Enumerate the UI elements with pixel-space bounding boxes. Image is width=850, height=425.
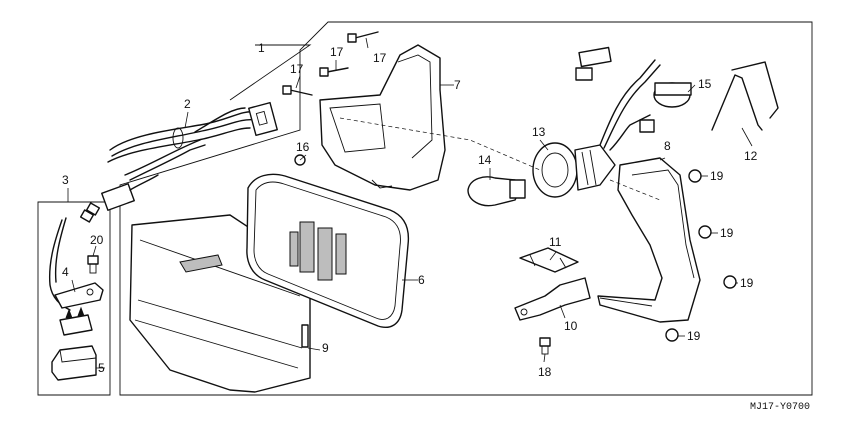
wire-harness: [101, 101, 278, 211]
screw-18: [539, 337, 551, 355]
bracket-11: [519, 247, 579, 273]
callout-16: 16: [296, 140, 310, 154]
callout-17-middle: 17: [330, 45, 344, 59]
socket-and-bulb: [467, 142, 616, 207]
callout-18: 18: [538, 365, 552, 379]
callout-19-c: 19: [740, 276, 754, 290]
callout-8: 8: [664, 139, 671, 153]
callout-14: 14: [478, 153, 492, 167]
assembly-lines: [339, 117, 661, 201]
callout-1: 1: [258, 41, 265, 55]
main-lens: [246, 173, 410, 328]
callout-9: 9: [322, 341, 329, 355]
callout-19-a: 19: [710, 169, 724, 183]
callout-3: 3: [62, 173, 69, 187]
callout-4: 4: [62, 265, 69, 279]
callout-6: 6: [418, 273, 425, 287]
callout-19-d: 19: [687, 329, 701, 343]
callout-7: 7: [454, 78, 461, 92]
diagram-reference-code: MJ17-Y0700: [749, 402, 810, 413]
bolt-20: [87, 255, 99, 274]
side-bracket: [597, 157, 701, 323]
screws-17: [282, 31, 379, 96]
callout-12: 12: [744, 149, 758, 163]
lamp-housing: [319, 44, 446, 191]
stay-plate-10: [514, 277, 591, 321]
callout-20: 20: [90, 233, 104, 247]
leader-lines: [67, 37, 753, 369]
callout-labels: 1 2 3 4 5 6 7 8 9 10 11 12 13 14 15 16 1…: [62, 41, 758, 379]
callout-19-b: 19: [720, 226, 734, 240]
callout-15: 15: [698, 77, 712, 91]
lens-reflector-pattern: [289, 221, 347, 281]
socket-wiring: [575, 46, 692, 151]
callout-2: 2: [184, 97, 191, 111]
callout-17-top: 17: [373, 51, 387, 65]
wire-clip: [711, 61, 779, 131]
nuts-19: [665, 169, 737, 342]
callout-13: 13: [532, 125, 546, 139]
sensor-wire-assembly: [48, 202, 104, 381]
callout-11: 11: [549, 235, 562, 249]
callout-17-bottom: 17: [290, 62, 304, 76]
callout-10: 10: [564, 319, 578, 333]
callout-5: 5: [98, 361, 105, 375]
